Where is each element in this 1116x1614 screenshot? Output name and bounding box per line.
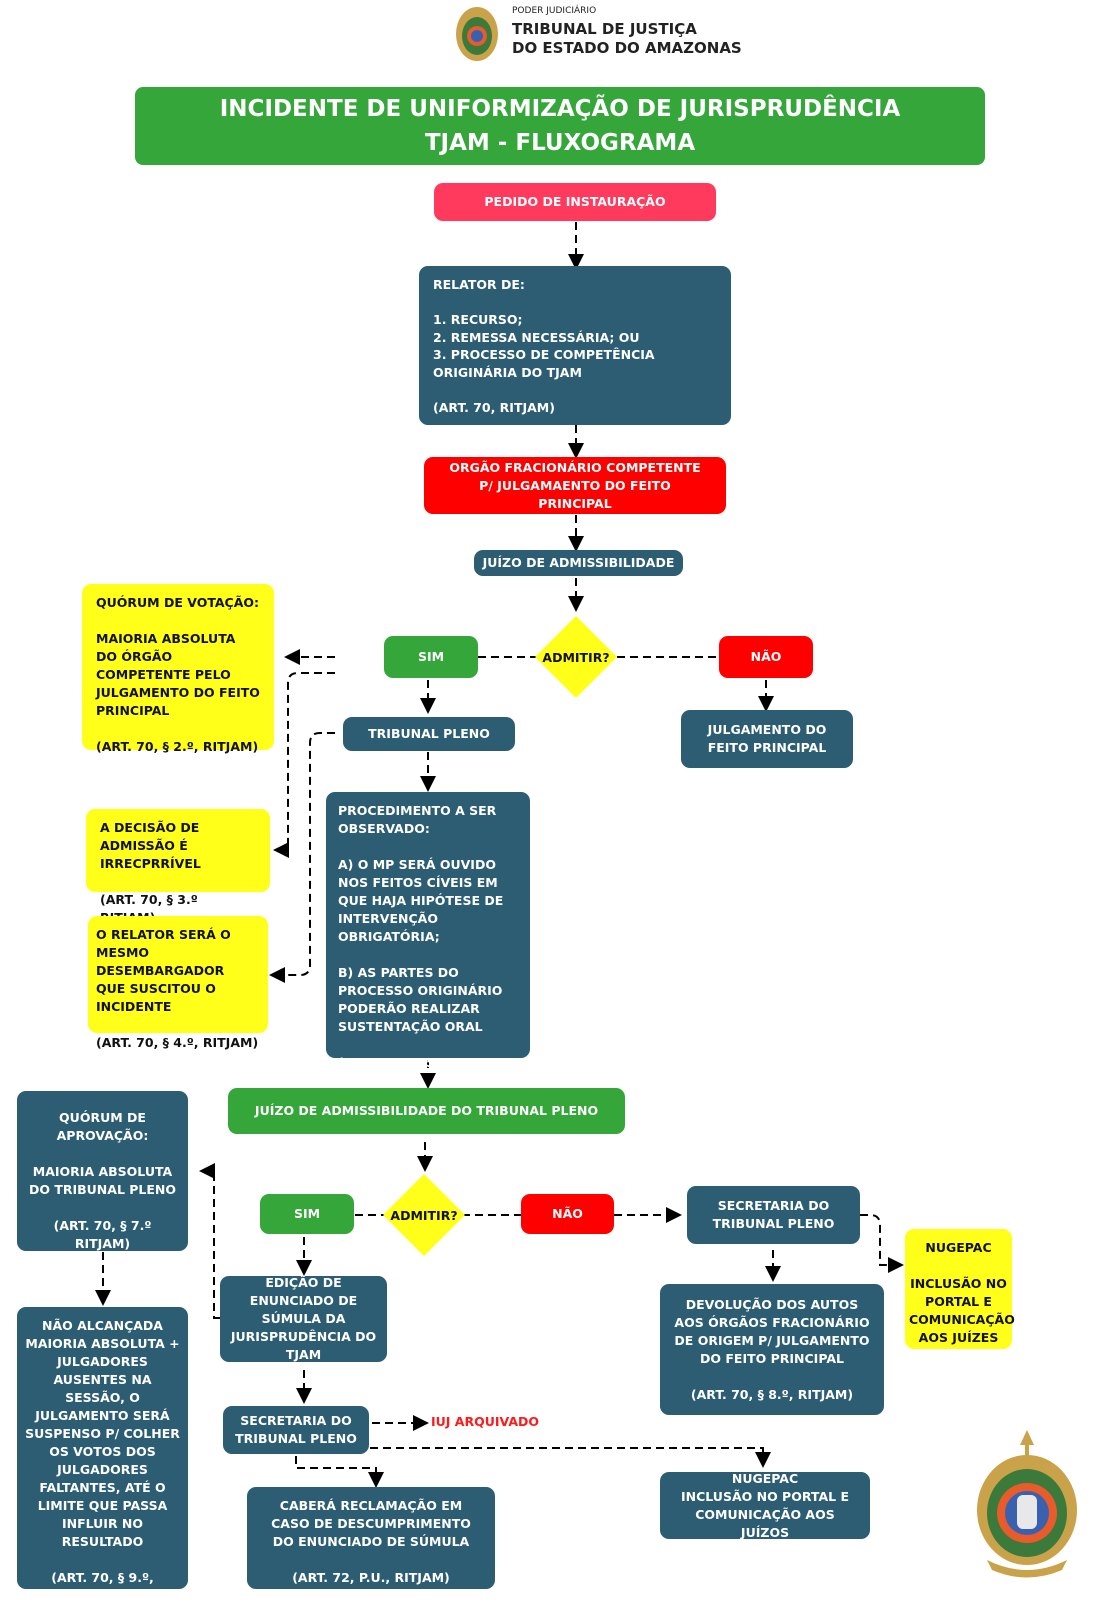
decision-admitir-1-label: ADMITIR?	[542, 649, 610, 665]
node-sim-2: SIM	[260, 1194, 354, 1234]
header-org-line2: DO ESTADO DO AMAZONAS	[512, 39, 742, 57]
tjam-emblem-icon	[977, 1430, 1077, 1578]
node-orgao: ORGÃO FRACIONÁRIO COMPETENTE P/ JULGAMAE…	[424, 457, 726, 514]
node-procedimento: PROCEDIMENTO A SER OBSERVADO: A) O MP SE…	[326, 792, 530, 1088]
node-iuj-arquivado: IUJ ARQUIVADO	[431, 1414, 540, 1429]
tjam-logo-icon	[456, 7, 498, 61]
header-org-small: PODER JUDICIÁRIO	[512, 6, 597, 16]
node-decisao-admissao: A DECISÃO DE ADMISSÃO É IRRECPRRÍVEL (AR…	[86, 809, 270, 925]
node-nao-1: NÃO	[719, 636, 813, 678]
node-reclamacao: CABERÁ RECLAMAÇÃO EM CASO DE DESCUMPRIME…	[247, 1487, 495, 1589]
node-secretaria-1: SECRETARIA DO TRIBUNAL PLENO	[687, 1186, 860, 1244]
node-edicao: EDIÇÃO DE ENUNCIADO DE SÚMULA DA JURISPR…	[220, 1275, 387, 1362]
title-line1: INCIDENTE DE UNIFORMIZAÇÃO DE JURISPRUDÊ…	[219, 96, 901, 122]
node-sim-1: SIM	[384, 636, 478, 678]
node-secretaria-2: SECRETARIA DO TRIBUNAL PLENO	[223, 1406, 369, 1454]
node-nao-2: NÃO	[521, 1194, 614, 1234]
node-tribunal-pleno: TRIBUNAL PLENO	[343, 717, 515, 751]
node-relator: RELATOR DE: 1. RECURSO; 2. REMESSA NECES…	[419, 266, 731, 425]
node-juizo: JUÍZO DE ADMISSIBILIDADE	[474, 550, 683, 576]
title-banner: INCIDENTE DE UNIFORMIZAÇÃO DE JURISPRUDÊ…	[135, 87, 985, 165]
node-julgamento-feito: JULGAMENTO DO FEITO PRINCIPAL	[681, 710, 853, 768]
node-relator-mesmo: O RELATOR SERÁ O MESMO DESEMBARGADOR QUE…	[88, 916, 268, 1050]
header-org-line1: TRIBUNAL DE JUSTIÇA	[512, 20, 697, 38]
node-nugepac-2: NUGEPAC INCLUSÃO NO PORTAL E COMUNICAÇÃO…	[660, 1471, 870, 1540]
node-quorum-aprovacao: QUÓRUM DE APROVAÇÃO: MAIORIA ABSOLUTA DO…	[17, 1091, 188, 1251]
node-juizo-pleno: JUÍZO DE ADMISSIBILIDADE DO TRIBUNAL PLE…	[228, 1088, 625, 1134]
node-devolucao: DEVOLUÇÃO DOS AUTOS AOS ÓRGÃOS FRACIONÁR…	[660, 1284, 884, 1415]
title-line2: TJAM - FLUXOGRAMA	[424, 130, 696, 156]
node-quorum-votacao: QUÓRUM DE VOTAÇÃO: MAIORIA ABSOLUTA DO Ó…	[82, 584, 274, 754]
decision-admitir-2-label: ADMITIR?	[390, 1207, 458, 1223]
node-pedido: PEDIDO DE INSTAURAÇÃO	[434, 183, 716, 221]
node-nugepac-1: NUGEPAC INCLUSÃO NO PORTAL E COMUNICAÇÃO…	[905, 1229, 1015, 1349]
node-nao-alcanca: NÃO ALCANÇADA MAIORIA ABSOLUTA + JULGADO…	[17, 1307, 188, 1603]
